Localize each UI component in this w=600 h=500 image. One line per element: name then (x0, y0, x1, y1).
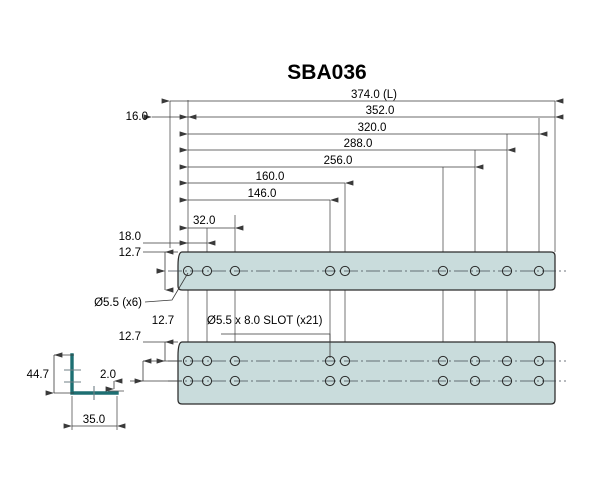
dim-section-height: 44.7 (27, 352, 74, 396)
dim-18-group: 18.0 (119, 231, 216, 246)
dim-label-256: 256.0 (324, 155, 353, 167)
dim-label-352: 352.0 (366, 105, 395, 117)
dim-bottom-view-upper-12-7: 12.7 (143, 315, 182, 364)
drawing-title: SBA036 (287, 61, 366, 84)
dim-label-288: 288.0 (344, 138, 373, 150)
callout-round-holes: Ø5.5 (x6) (94, 272, 189, 309)
bottom-view-lower-row-slots (182, 375, 545, 387)
dim-top-view-12-7: 12.7 (119, 247, 178, 293)
dim-label-18: 18.0 (119, 231, 141, 243)
dim-left-offset: 16.0 (126, 111, 197, 123)
top-flange-view: 12.7 Ø5.5 (x6) (94, 247, 566, 309)
dim-label-44-7: 44.7 (27, 369, 49, 381)
top-view-holes (182, 265, 545, 277)
dim-320-group: 320.0 (179, 122, 548, 137)
bottom-web-view: Ø5.5 x 8.0 SLOT (x21) 12.7 12.7 (119, 315, 566, 405)
dim-label-320: 320.0 (358, 122, 387, 134)
callout-label-slots: Ø5.5 x 8.0 SLOT (x21) (207, 315, 323, 327)
dim-label-bottom-upper-12-7: 12.7 (152, 315, 174, 327)
callout-label-round-holes: Ø5.5 (x6) (94, 297, 142, 309)
dim-overall-length: 374.0 (L) (161, 89, 564, 104)
dim-bottom-view-lower-12-7: 12.7 (119, 331, 182, 384)
dim-label-35-0: 35.0 (83, 414, 105, 426)
dim-label-160: 160.0 (256, 171, 285, 183)
callout-slots: Ø5.5 x 8.0 SLOT (x21) (207, 315, 331, 358)
dim-288-group: 288.0 (179, 138, 516, 153)
dim-label-146: 146.0 (248, 188, 277, 200)
dim-160-group: 160.0 (179, 171, 354, 186)
dim-352-group: 352.0 (179, 105, 564, 120)
end-section-view: 44.7 2.0 35.0 (27, 352, 126, 430)
dim-label-374: 374.0 (L) (351, 89, 397, 101)
dim-label-16: 16.0 (126, 111, 148, 123)
dim-section-width: 35.0 (63, 396, 126, 430)
dim-label-32: 32.0 (193, 215, 215, 227)
dim-32-group: 32.0 (179, 215, 244, 231)
dim-section-thickness: 2.0 (100, 369, 124, 392)
bottom-view-upper-row-slots (182, 355, 545, 367)
dim-label-2-0: 2.0 (100, 369, 116, 381)
horizontal-dimension-stack: 374.0 (L) 16.0 352.0 320.0 288.0 (119, 89, 564, 246)
bottom-view-body (177, 341, 556, 405)
dim-256-group: 256.0 (179, 155, 484, 170)
dim-label-bottom-lower-12-7: 12.7 (119, 331, 141, 343)
dim-label-top-12-7: 12.7 (119, 247, 141, 259)
dim-146-group: 146.0 (179, 188, 339, 203)
